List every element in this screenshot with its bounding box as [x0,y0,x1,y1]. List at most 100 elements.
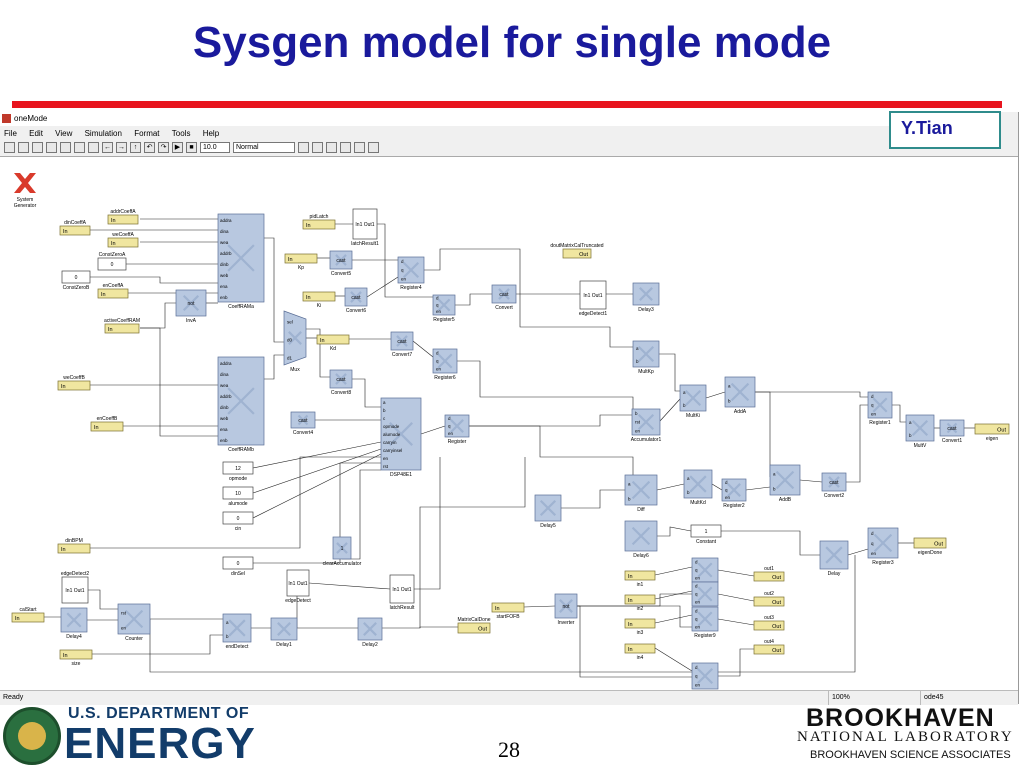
redo-icon[interactable]: ↷ [158,142,169,153]
scope-icon[interactable] [354,142,365,153]
save-icon[interactable] [32,142,43,153]
library-browser-icon[interactable] [298,142,309,153]
up-icon[interactable]: ↑ [130,142,141,153]
block-delay1[interactable]: Delay1 [270,617,298,648]
block-delay4[interactable]: Delay4 [60,607,88,640]
block-delay[interactable]: Delay [819,540,849,577]
debugger-icon[interactable] [326,142,337,153]
forward-icon[interactable]: → [116,142,127,153]
settings-icon[interactable] [340,142,351,153]
block-delay3[interactable]: Delay3 [632,282,660,313]
menu-help[interactable]: Help [202,129,220,138]
menu-simulation[interactable]: Simulation [84,129,122,138]
model-explorer-icon[interactable] [312,142,323,153]
menu-view[interactable]: View [55,129,73,138]
open-folder-icon[interactable] [18,142,29,153]
menu-tools[interactable]: Tools [171,129,191,138]
paste-icon[interactable] [88,142,99,153]
stop-icon[interactable]: ■ [186,142,197,153]
block-delay6[interactable]: Delay6 [624,520,658,559]
undo-icon[interactable]: ↶ [144,142,155,153]
sim-stop-time-input[interactable]: 10.0 [200,142,230,153]
block-register10[interactable]: dqenRegister10 [691,662,719,697]
cut-icon[interactable] [60,142,71,153]
copy-icon[interactable] [74,142,85,153]
run-icon[interactable]: ▶ [172,142,183,153]
menu-edit[interactable]: Edit [29,129,43,138]
back-icon[interactable]: ← [102,142,113,153]
record-icon[interactable] [368,142,379,153]
block-delay2[interactable]: Delay2 [357,617,383,648]
block-dsp48e1[interactable]: abcopmodealumodecarryincarryinselenrstDS… [380,397,422,478]
block-delay5[interactable]: Delay5 [534,494,562,529]
sim-mode-select[interactable]: Normal [233,142,295,153]
new-model-icon[interactable] [4,142,15,153]
menu-format[interactable]: Format [134,129,160,138]
